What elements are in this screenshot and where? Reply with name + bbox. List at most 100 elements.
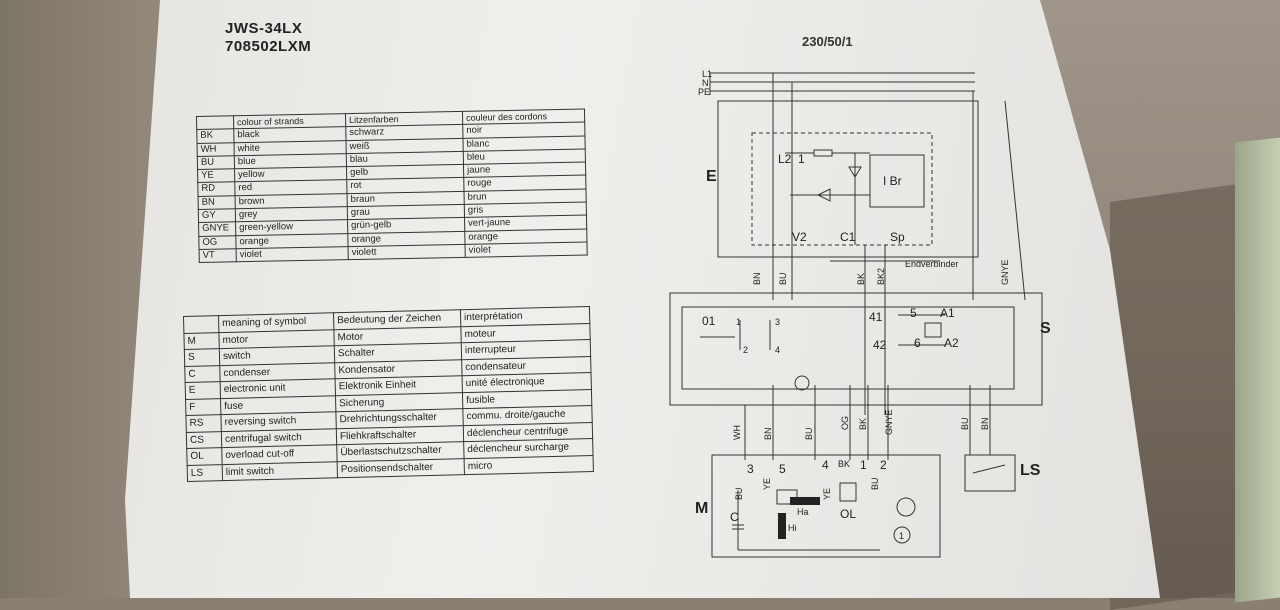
label-s-5: 5 — [910, 306, 917, 320]
label-m-3: 3 — [747, 462, 754, 476]
ground-symbol — [896, 497, 916, 517]
label-wire-ls-bn: BN — [980, 417, 990, 430]
label-wire-bn: BN — [752, 272, 762, 285]
label-v2: V2 — [792, 230, 807, 244]
label-block-m: M — [695, 500, 708, 517]
table-cell: BK — [196, 129, 235, 144]
label-m-2: 2 — [880, 458, 887, 472]
table-cell: GY — [198, 208, 236, 223]
label-wire-wh: WH — [732, 425, 742, 440]
block-s-inner — [681, 306, 1015, 390]
wiring-schematic: L1 N PE E S M LS OL C L2 1 I Br V2 C1 Sp… — [669, 69, 1051, 558]
label-s-6: 6 — [914, 336, 921, 350]
table-cell: BN — [198, 195, 236, 210]
label-wire-bn-lower: BN — [763, 427, 773, 440]
label-c1: C1 — [840, 230, 856, 244]
table-cell: WH — [197, 142, 235, 157]
table-cell: S — [184, 348, 220, 366]
winding-hi — [778, 513, 786, 539]
table-cell: BU — [197, 155, 235, 170]
voltage-rating: 230/50/1 — [802, 34, 853, 49]
label-n: N — [702, 78, 709, 88]
label-wire-bk: BK — [856, 273, 866, 285]
limit-switch-contact — [972, 464, 1006, 474]
label-s-a1: A1 — [940, 306, 955, 320]
label-s-3: 3 — [775, 317, 780, 327]
label-s-a2: A2 — [944, 336, 959, 350]
label-wire-bk2: BK2 — [876, 268, 886, 285]
table-cell: RS — [185, 414, 222, 432]
label-m-1: 1 — [860, 458, 867, 472]
overload-symbol — [839, 482, 857, 502]
label-sp: Sp — [890, 230, 905, 244]
table-cell: E — [185, 381, 221, 399]
centrifugal-switch-symbol — [794, 375, 810, 391]
label-block-s: S — [1040, 320, 1051, 337]
label-endverbinder: Endverbinder — [905, 259, 959, 269]
label-pe: PE — [698, 87, 710, 97]
table-cell: OL — [186, 447, 223, 465]
table-cell: M — [183, 332, 220, 350]
fuse-symbol — [813, 149, 833, 157]
table-cell: GNYE — [198, 222, 236, 237]
table-cell: violet — [236, 246, 349, 263]
model-number-1: JWS-34LX — [225, 20, 303, 37]
label-l2: L2 — [778, 152, 792, 166]
table-cell: limit switch — [222, 461, 338, 481]
label-m-4: 4 — [822, 458, 829, 472]
label-m-5: 5 — [779, 462, 786, 476]
label-s-42: 42 — [873, 338, 887, 352]
label-m-ye: YE — [762, 478, 772, 490]
label-wire-og: OG — [840, 416, 850, 430]
label-wire-ls-bu: BU — [960, 417, 970, 430]
label-s-4: 4 — [775, 345, 780, 355]
label-s-2: 2 — [743, 345, 748, 355]
label-m-ye2: YE — [822, 488, 832, 500]
block-s-frame — [669, 292, 1043, 406]
winding-ha — [790, 497, 820, 505]
model-number-2: 708502LXM — [225, 38, 312, 55]
label-wire-gnye: GNYE — [1000, 259, 1010, 285]
label-wire-gnye-lower: GNYE — [884, 409, 894, 435]
label-block-ls: LS — [1020, 462, 1041, 479]
label-m-bk: BK — [838, 459, 850, 469]
colour-table: colour of strands Litzenfarben couleur d… — [196, 109, 588, 264]
label-wire-bk-lower: BK — [858, 418, 868, 430]
label-wire-bu: BU — [778, 272, 788, 285]
label-wire-bu-lower: BU — [804, 427, 814, 440]
block-ls-frame — [964, 454, 1016, 492]
table-cell: OG — [198, 235, 237, 250]
label-m-hi: Hi — [788, 523, 797, 533]
label-block-e: E — [706, 168, 717, 185]
symbol-table: meaning of symbol Bedeutung der Zeichen … — [183, 306, 594, 482]
motor-circle-1 — [893, 526, 911, 544]
label-block-ol: OL — [840, 507, 856, 521]
br-sensor-box — [869, 154, 925, 208]
label-m-circle-1: 1 — [899, 531, 904, 541]
block-m-frame — [711, 454, 941, 558]
table-cell: F — [185, 398, 221, 416]
table-cell: violett — [348, 244, 466, 260]
block-e-inner — [751, 132, 933, 246]
green-edge — [1235, 137, 1280, 603]
label-m-bu: BU — [734, 487, 744, 500]
table-cell: violet — [465, 241, 588, 258]
table-cell: Positionsendschalter — [337, 458, 465, 478]
label-block-c: C — [730, 510, 739, 524]
label-e-1: 1 — [798, 152, 805, 166]
header-cell — [196, 115, 234, 130]
label-m-ha: Ha — [797, 507, 809, 517]
label-br: I Br — [883, 174, 902, 188]
table-cell: VT — [199, 248, 237, 263]
table-cell: LS — [187, 464, 223, 482]
relay-coil-u — [924, 322, 942, 338]
label-s-41: 41 — [869, 310, 883, 324]
table-cell: RD — [197, 182, 236, 197]
label-s-01: 01 — [702, 314, 716, 328]
table-cell: C — [184, 365, 221, 383]
table-cell: YE — [197, 168, 235, 183]
label-s-1: 1 — [736, 317, 741, 327]
